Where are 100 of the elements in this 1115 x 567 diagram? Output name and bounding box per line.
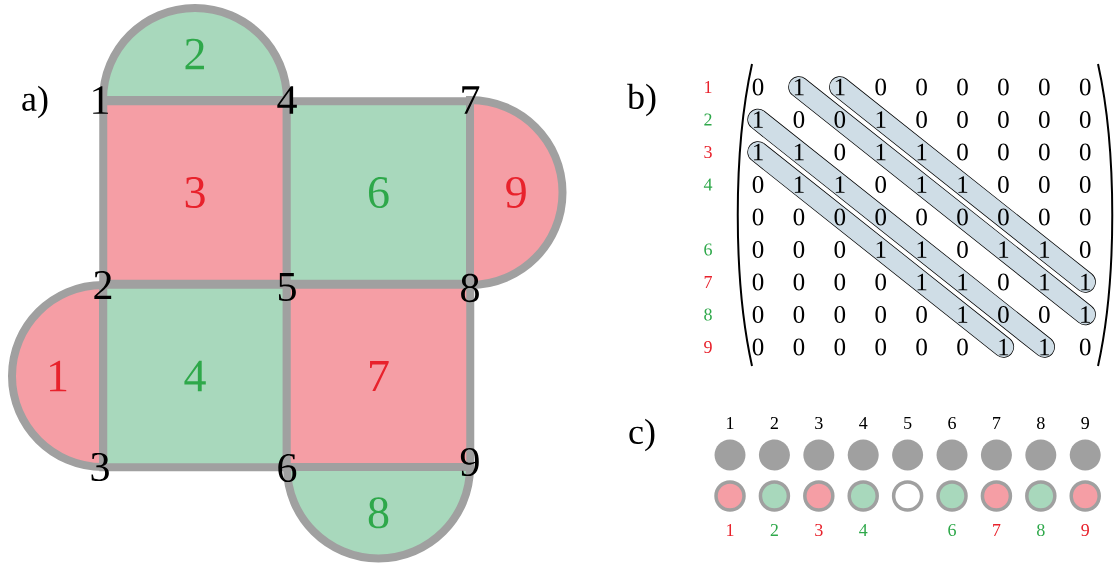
matrix-entry: 1 bbox=[1081, 306, 1090, 323]
matrix-entry: 0 bbox=[957, 143, 968, 161]
matrix-entry: 1 bbox=[917, 143, 927, 161]
matrix-entry: 0 bbox=[752, 338, 764, 356]
matrix-entry: 0 bbox=[957, 338, 968, 356]
node-label: 3 bbox=[815, 416, 823, 430]
matrix-entry: 0 bbox=[1079, 143, 1091, 161]
matrix-entry: 0 bbox=[875, 306, 886, 323]
matrix-entry: 0 bbox=[916, 208, 927, 226]
node-label: 2 bbox=[770, 417, 778, 429]
matrix-entry: 0 bbox=[998, 273, 1009, 291]
matrix-entry: 0 bbox=[1039, 111, 1050, 128]
matrix-entry: 0 bbox=[834, 306, 846, 323]
matrix-entry: 0 bbox=[957, 111, 968, 128]
matrix-entry: 1 bbox=[917, 176, 927, 193]
matrix-entry: 0 bbox=[752, 208, 764, 226]
matrix-entry: 0 bbox=[998, 78, 1009, 96]
matrix-entry: 0 bbox=[752, 306, 764, 323]
node-label: 2 bbox=[770, 524, 778, 536]
matrix-entry: 0 bbox=[752, 176, 764, 193]
node-label: 3 bbox=[815, 523, 823, 537]
matrix-entry: 1 bbox=[999, 241, 1009, 258]
matrix-entry: 0 bbox=[916, 338, 927, 356]
matrix-entry: 1 bbox=[794, 143, 804, 161]
vertex-number: 5 bbox=[278, 273, 296, 301]
matrix-entry: 1 bbox=[958, 176, 968, 193]
row-label: 9 bbox=[704, 340, 712, 354]
matrix-entry: 0 bbox=[752, 241, 764, 258]
matrix-entry: 0 bbox=[793, 306, 805, 323]
matrix-entry: 0 bbox=[1039, 176, 1050, 193]
matrix-entry: 0 bbox=[752, 273, 764, 291]
matrix-entry: 0 bbox=[875, 208, 886, 226]
row-label: 2 bbox=[704, 113, 712, 126]
matrix-entry: 0 bbox=[1079, 208, 1091, 226]
node-label: 1 bbox=[727, 524, 734, 536]
matrix-entry: 1 bbox=[917, 273, 927, 291]
node-label: 5 bbox=[904, 417, 912, 429]
matrix-entry: 1 bbox=[999, 338, 1009, 356]
vertex-number: 4 bbox=[277, 86, 297, 114]
node-label: 9 bbox=[1081, 416, 1089, 430]
matrix-entry: 0 bbox=[834, 111, 846, 128]
node-label: 9 bbox=[1081, 523, 1089, 537]
matrix-entry: 0 bbox=[793, 208, 805, 226]
matrix-entry: 0 bbox=[752, 78, 764, 96]
matrix-entry: 0 bbox=[1079, 176, 1091, 193]
matrix-entry: 0 bbox=[834, 241, 846, 258]
matrix-entry: 1 bbox=[876, 111, 886, 128]
matrix-entry: 0 bbox=[1079, 78, 1091, 96]
matrix-entry: 0 bbox=[834, 273, 846, 291]
panel-label: b) bbox=[627, 83, 656, 117]
matrix-entry: 0 bbox=[875, 338, 886, 356]
matrix-entry: 0 bbox=[1039, 306, 1050, 323]
matrix-entry: 0 bbox=[957, 208, 968, 226]
matrix-entry: 0 bbox=[834, 208, 846, 226]
matrix-entry: 0 bbox=[875, 78, 886, 96]
node-label: 8 bbox=[1037, 416, 1045, 430]
matrix-entry: 0 bbox=[1039, 208, 1050, 226]
matrix-entry: 1 bbox=[876, 143, 886, 161]
matrix-entry: 1 bbox=[794, 176, 804, 193]
matrix-entry: 0 bbox=[793, 273, 805, 291]
row-label: 1 bbox=[705, 81, 712, 93]
matrix-entry: 1 bbox=[753, 143, 763, 161]
matrix-entry: 0 bbox=[957, 241, 968, 258]
matrix-entry: 0 bbox=[916, 78, 927, 96]
matrix-entry: 0 bbox=[998, 306, 1009, 323]
panel-label: a) bbox=[22, 85, 48, 119]
matrix-entry: 1 bbox=[835, 176, 845, 193]
node-label: 8 bbox=[1037, 523, 1045, 537]
node-label: 7 bbox=[993, 524, 1001, 536]
matrix-entry: 0 bbox=[916, 306, 927, 323]
matrix-entry: 1 bbox=[917, 241, 927, 258]
node-label: 4 bbox=[859, 417, 868, 429]
node-label: 4 bbox=[859, 524, 868, 536]
matrix-entry: 0 bbox=[998, 176, 1009, 193]
matrix-entry: 0 bbox=[793, 338, 805, 356]
matrix-entry: 0 bbox=[1079, 111, 1091, 128]
matrix-entry: 0 bbox=[834, 338, 846, 356]
node-label: 7 bbox=[993, 417, 1001, 429]
row-label: 7 bbox=[704, 276, 712, 288]
node-label: 6 bbox=[948, 416, 956, 430]
node-label: 1 bbox=[727, 417, 734, 429]
row-label: 6 bbox=[704, 243, 712, 256]
matrix-entry: 1 bbox=[753, 111, 763, 128]
matrix-entry: 0 bbox=[875, 273, 886, 291]
row-label: 3 bbox=[704, 145, 712, 159]
row-label: 4 bbox=[703, 178, 713, 191]
matrix-entry: 1 bbox=[1040, 273, 1050, 291]
matrix-entry: 0 bbox=[916, 111, 927, 128]
matrix-entry: 1 bbox=[958, 273, 968, 291]
matrix-entry: 1 bbox=[1081, 273, 1090, 291]
matrix-entry: 0 bbox=[1079, 241, 1091, 258]
matrix-entry: 1 bbox=[794, 78, 804, 96]
matrix-entry: 0 bbox=[793, 241, 805, 258]
circle bbox=[891, 480, 924, 512]
matrix-entry: 0 bbox=[1039, 143, 1050, 161]
matrix-entry: 0 bbox=[834, 143, 846, 161]
matrix-entry: 0 bbox=[793, 111, 805, 128]
matrix-entry: 0 bbox=[1079, 338, 1091, 356]
row-label: 8 bbox=[704, 308, 712, 321]
matrix-entry: 0 bbox=[1039, 78, 1050, 96]
